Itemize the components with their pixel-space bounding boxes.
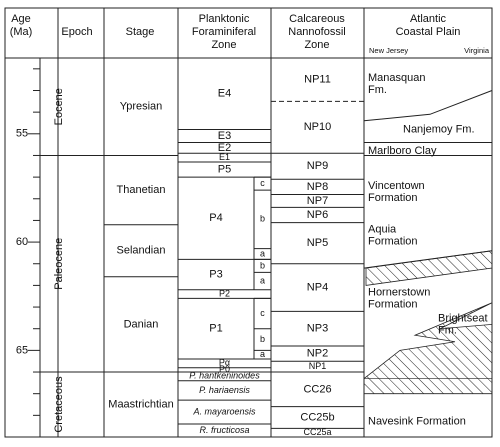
foram-zone-label: E1	[219, 152, 230, 162]
foram-subzone-label: b	[260, 260, 265, 270]
foram-zone-label: E4	[218, 88, 231, 100]
foram-zone-label: P4	[209, 212, 222, 224]
foram-zone-label: R. fructicosa	[199, 425, 249, 435]
nanno-zone-label: NP5	[307, 237, 328, 249]
foram-subzone-label: b	[260, 214, 265, 224]
nanno-header-line3: Zone	[304, 39, 329, 51]
foram-zone-label: Pα	[219, 358, 230, 368]
virginia-label: Virginia	[464, 46, 490, 55]
foram-subzone-label: b	[260, 334, 265, 344]
foram-zone-label: P2	[219, 288, 230, 298]
formation-label: Fm.	[368, 84, 387, 96]
nanno-zone-label: CC26	[303, 383, 331, 395]
formation-label: Fm.	[438, 324, 457, 336]
formation-label: Formation	[368, 235, 418, 247]
nanno-zone-label: NP8	[307, 181, 328, 193]
formation-label: Vincentown	[368, 180, 425, 192]
stage-label: Danian	[124, 318, 159, 330]
atlantic-header-line2: Coastal Plain	[396, 26, 461, 38]
foram-zone-label: P. hariaensis	[199, 385, 250, 395]
foram-subzone-label: a	[260, 248, 265, 258]
age-header-line2: (Ma)	[10, 26, 33, 38]
formation-label: Nanjemoy Fm.	[403, 123, 475, 135]
nanno-zone-label: NP6	[307, 209, 328, 221]
epoch-label: Eocene	[53, 88, 65, 125]
stage-label: Thanetian	[117, 184, 166, 196]
nanno-zone-label: NP4	[307, 281, 328, 293]
nanno-zone-label: NP2	[307, 348, 328, 360]
foram-zone-label: E3	[218, 130, 231, 142]
nanno-zone-label: NP9	[307, 160, 328, 172]
aquia-formation-area	[364, 155, 492, 269]
formation-label: Formation	[368, 192, 418, 204]
age-header-line1: Age	[11, 13, 31, 25]
foram-zone-label: P1	[209, 323, 222, 335]
nanno-zone-label: NP3	[307, 323, 328, 335]
epoch-header: Epoch	[61, 26, 92, 38]
nanno-zone-label: NP11	[304, 74, 331, 86]
nanno-zone-label: NP1	[309, 361, 327, 371]
formation-label: Brightseat	[438, 312, 488, 324]
foram-header-line3: Zone	[211, 39, 236, 51]
manasquan-nanjemoy-contact	[363, 90, 493, 122]
stage-label: Selandian	[117, 245, 166, 257]
stage-label: Maastrichtian	[108, 398, 173, 410]
nanno-zone-label: NP7	[307, 195, 328, 207]
formation-label: Navesink Formation	[368, 416, 466, 428]
outer-frame	[4, 7, 493, 438]
foram-header-line1: Planktonic	[199, 13, 250, 25]
age-tick-label: 65	[16, 344, 28, 356]
foram-zone-label: A. mayaroensis	[192, 406, 256, 416]
foram-subzone-label: a	[260, 349, 265, 359]
atlantic-header-line1: Atlantic	[410, 13, 447, 25]
foram-zone-label: P. hantkeninoides	[189, 371, 260, 381]
foram-subzone-label: a	[260, 275, 265, 285]
foram-subzone-label: c	[260, 178, 265, 188]
formation-label: Hornerstown	[368, 286, 430, 298]
stage-label: Ypresian	[120, 101, 163, 113]
nanno-zone-label: CC25a	[303, 427, 331, 437]
layer-grid	[4, 7, 493, 438]
nanno-zone-label: CC25b	[300, 411, 334, 423]
foram-zone-label: P0	[219, 364, 230, 374]
foram-zone-label: P3	[209, 268, 222, 280]
foram-zone-label: P5	[218, 163, 231, 175]
epoch-label: Cretaceous	[53, 376, 65, 433]
age-tick-label: 60	[16, 236, 28, 248]
age-tick-label: 55	[16, 128, 28, 140]
epoch-label: Paleocene	[53, 238, 65, 290]
foram-zone-label: E2	[218, 142, 231, 154]
nanno-zone-label: NP10	[304, 121, 332, 133]
new-jersey-label: New Jersey	[369, 46, 408, 55]
formation-label: Aquia	[368, 223, 397, 235]
aquia-contact	[363, 250, 493, 269]
foram-header-line2: Foraminiferal	[192, 26, 256, 38]
formation-label: Manasquan	[368, 72, 426, 84]
foram-subzone-label: c	[260, 308, 265, 318]
stage-header: Stage	[126, 26, 155, 38]
nanno-header-line2: Nannofossil	[288, 26, 345, 38]
formation-label: Formation	[368, 298, 418, 310]
nanno-header-line1: Calcareous	[289, 13, 345, 25]
formation-label: Marlboro Clay	[368, 145, 437, 157]
